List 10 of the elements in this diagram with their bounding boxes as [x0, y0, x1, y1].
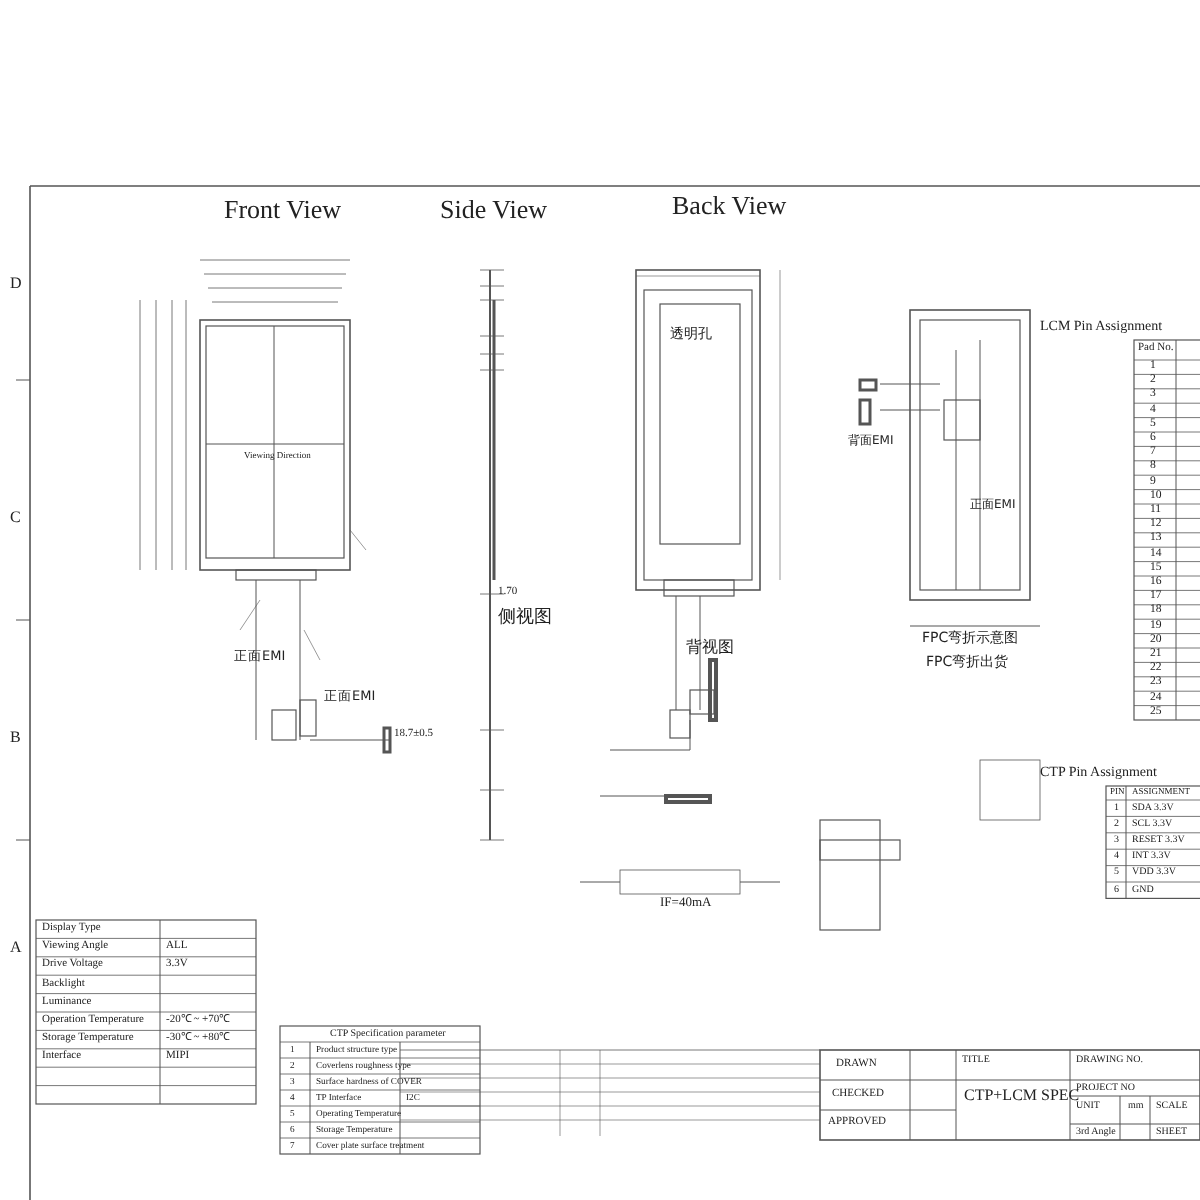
zone-letter: C — [10, 510, 21, 526]
title-block-cell: CTP+LCM SPEC — [964, 1088, 1080, 1104]
zone-letter: D — [10, 276, 22, 292]
zone-letter: A — [10, 940, 22, 956]
view-title: Front View — [224, 196, 342, 222]
part-label: 侧视图 — [498, 610, 552, 628]
part-label: 背视图 — [686, 640, 734, 656]
view-title: Back View — [672, 192, 787, 218]
zone-letter: B — [10, 730, 21, 746]
view-title: Side View — [440, 196, 548, 222]
